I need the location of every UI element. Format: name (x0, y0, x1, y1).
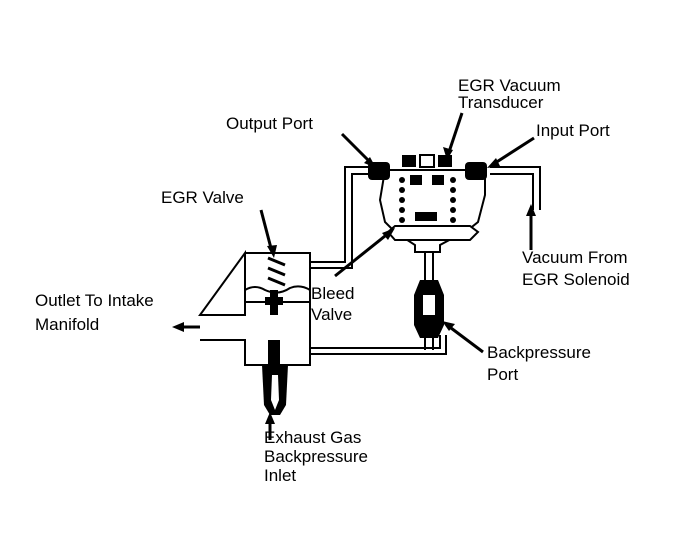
label-vacuum-from-solenoid: Vacuum From EGR Solenoid (522, 248, 632, 289)
label-input-port: Input Port (536, 121, 610, 140)
leader-lines (172, 112, 536, 440)
label-output-port: Output Port (226, 114, 313, 133)
backpressure-port-fitting (414, 252, 444, 350)
egr-vacuum-transducer (378, 154, 486, 253)
label-egr-vacuum-transducer: EGR Vacuum Transducer (458, 76, 565, 112)
transducer-internals (399, 175, 456, 223)
input-port (465, 162, 487, 180)
egr-valve (198, 249, 311, 415)
vacuum-hose-input (490, 166, 541, 210)
vacuum-hose-output (310, 166, 375, 269)
label-egr-valve: EGR Valve (161, 188, 244, 207)
label-outlet-to-intake: Outlet To Intake Manifold (35, 291, 159, 334)
label-exhaust-inlet: Exhaust Gas Backpressure Inlet (264, 428, 373, 485)
label-bleed-valve: Bleed Valve (311, 284, 359, 324)
valve-spring (267, 256, 286, 287)
label-backpressure-port: Backpressure Port (487, 343, 596, 384)
backpressure-hose (310, 335, 447, 355)
